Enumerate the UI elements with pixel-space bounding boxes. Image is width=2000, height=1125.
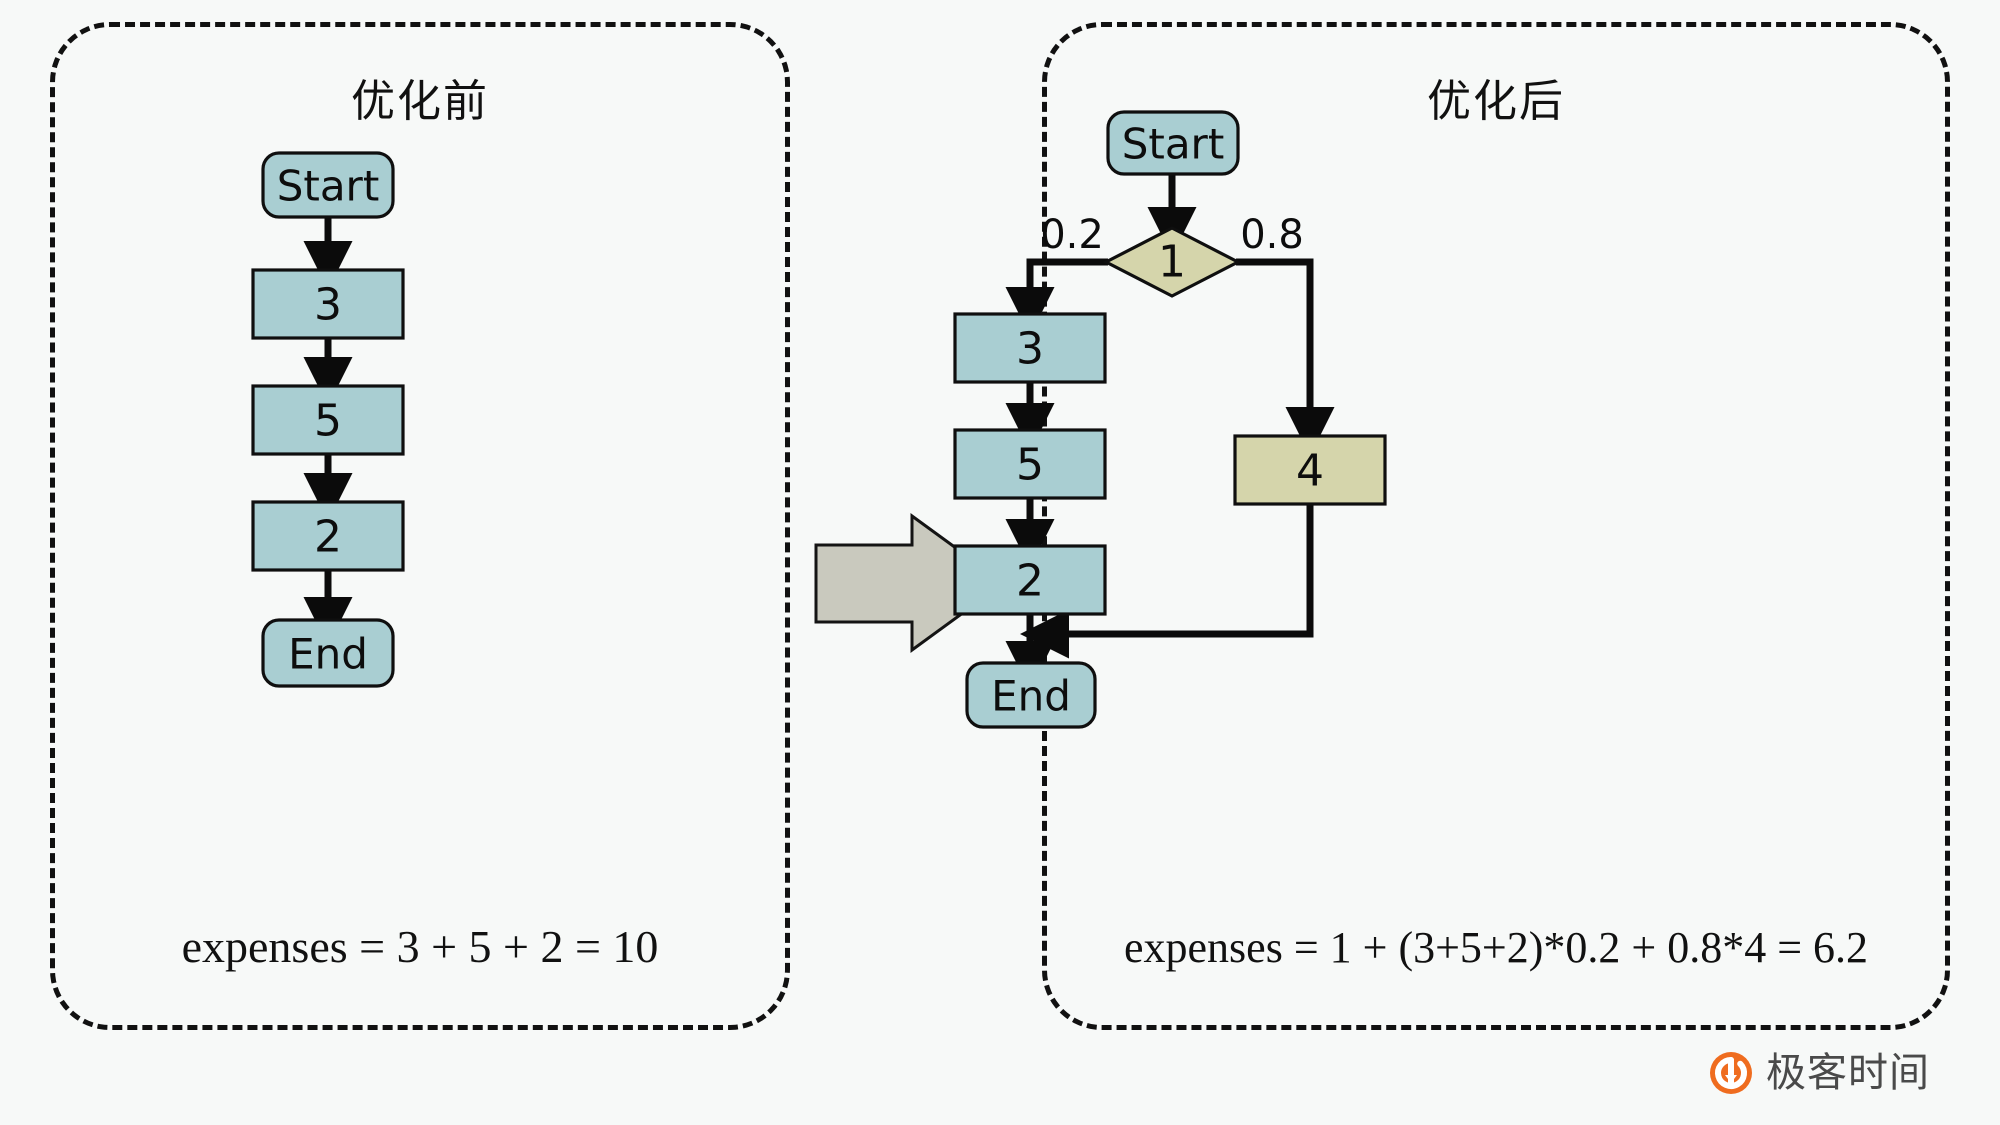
after-node-start-label: Start: [1122, 120, 1225, 169]
before-node-start-label: Start: [277, 162, 380, 211]
panel-before-formula: expenses = 3 + 5 + 2 = 10: [181, 921, 659, 972]
before-node-3-label: 3: [314, 280, 342, 331]
after-node-end[interactable]: End: [965, 661, 1097, 729]
before-nodes: Start 3 5 2 End: [251, 151, 405, 688]
edge-decision-to-4: [1236, 258, 1335, 456]
panel-after-formula: expenses = 1 + (3+5+2)*0.2 + 0.8*4 = 6.2: [1123, 923, 1869, 972]
branch-label-left: 0.2: [1040, 212, 1104, 258]
after-node-5[interactable]: 5: [953, 428, 1107, 500]
after-node-2[interactable]: 2: [953, 544, 1107, 616]
before-node-start[interactable]: Start: [261, 151, 395, 219]
after-node-start[interactable]: Start: [1106, 110, 1240, 176]
after-node-4[interactable]: 4: [1233, 434, 1387, 506]
after-edge-labels: 0.2 0.8: [1040, 212, 1304, 258]
after-nodes: Start 1 3 5 2: [953, 110, 1387, 729]
panel-after-title: 优化后: [1427, 76, 1565, 127]
after-node-3-label: 3: [1016, 324, 1044, 375]
after-node-3[interactable]: 3: [953, 312, 1107, 384]
after-node-5-label: 5: [1016, 440, 1044, 491]
before-node-3[interactable]: 3: [251, 268, 405, 340]
before-node-end[interactable]: End: [261, 618, 395, 688]
before-node-5-label: 5: [314, 396, 342, 447]
before-node-end-label: End: [288, 630, 368, 679]
after-node-decision-label: 1: [1158, 237, 1186, 288]
before-node-5[interactable]: 5: [251, 384, 405, 456]
after-node-4-label: 4: [1296, 446, 1324, 497]
watermark-text: 极客时间: [1766, 1050, 1930, 1096]
edge-4-to-end-merge: [1020, 503, 1314, 659]
after-node-decision-1[interactable]: 1: [1102, 226, 1242, 298]
branch-label-right: 0.8: [1240, 212, 1304, 258]
watermark: 极客时间: [1708, 1050, 1930, 1096]
after-node-2-label: 2: [1016, 556, 1044, 607]
panel-before-optimization: 优化前 expenses = 3 + 5 + 2 = 10: [50, 22, 790, 1030]
panel-before-title: 优化前: [351, 76, 489, 127]
geektime-logo-icon: [1708, 1050, 1754, 1096]
after-edges: [1005, 173, 1335, 690]
before-node-2-label: 2: [314, 512, 342, 563]
after-node-end-label: End: [991, 672, 1071, 721]
edge-decision-to-3: [1005, 258, 1108, 336]
before-node-2[interactable]: 2: [251, 500, 405, 572]
